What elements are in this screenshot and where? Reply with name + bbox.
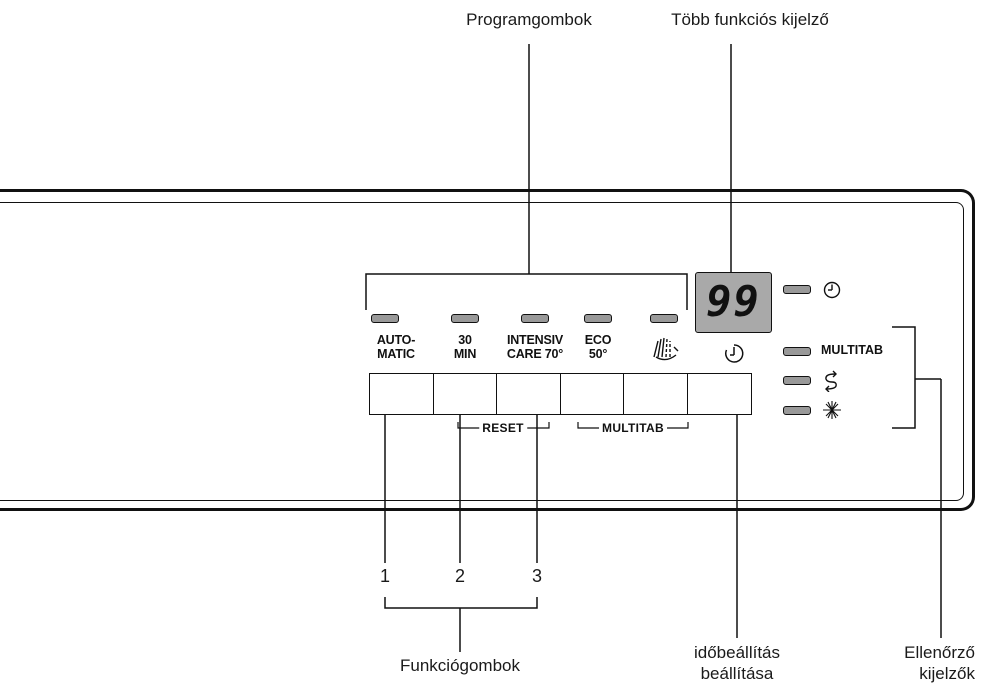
eco-button[interactable]	[559, 373, 625, 415]
function-number-2: 2	[454, 566, 466, 586]
control-panel-inner-frame	[0, 202, 964, 501]
indicator-led-clock	[783, 285, 811, 294]
indicator-led-multitab	[783, 347, 811, 356]
program-led-automatic	[371, 314, 399, 323]
function-number-1: 1	[379, 566, 391, 586]
rinse-spray-icon	[653, 337, 679, 361]
salt-icon	[825, 370, 837, 392]
function-number-3: 3	[531, 566, 543, 586]
button-row	[369, 373, 752, 415]
rinse-button[interactable]	[623, 373, 688, 415]
indicator-led-salt	[783, 376, 811, 385]
delay-timer-icon	[725, 344, 744, 363]
program-led-rinse	[650, 314, 678, 323]
indicator-led-rinse-aid	[783, 406, 811, 415]
30-min-button[interactable]	[432, 373, 498, 415]
program-label-automatic: AUTO-MATIC	[376, 333, 416, 361]
program-led-intensiv	[521, 314, 549, 323]
multi-function-display: 99	[695, 272, 772, 333]
control-panel-frame	[0, 189, 975, 511]
function-buttons-callout: Funkciógombok	[399, 656, 521, 675]
multi-display-callout: Több funkciós kijelző	[671, 10, 829, 29]
program-led-30min	[451, 314, 479, 323]
delay-timer-button[interactable]	[686, 373, 752, 415]
automatic-button[interactable]	[369, 373, 434, 415]
check-indicators-callout: Ellenőrző kijelzők	[904, 643, 975, 683]
multitab-indicator-label: MULTITAB	[821, 343, 884, 357]
program-buttons-callout: Programgombok	[466, 10, 592, 29]
time-setting-callout: időbeállítás beállítása	[693, 643, 781, 683]
display-value: 99	[706, 277, 761, 326]
rinse-aid-icon	[823, 401, 841, 419]
multitab-group-label: MULTITAB	[599, 421, 667, 435]
reset-group-label: RESET	[479, 421, 527, 435]
clock-icon	[823, 281, 841, 299]
program-led-eco	[584, 314, 612, 323]
